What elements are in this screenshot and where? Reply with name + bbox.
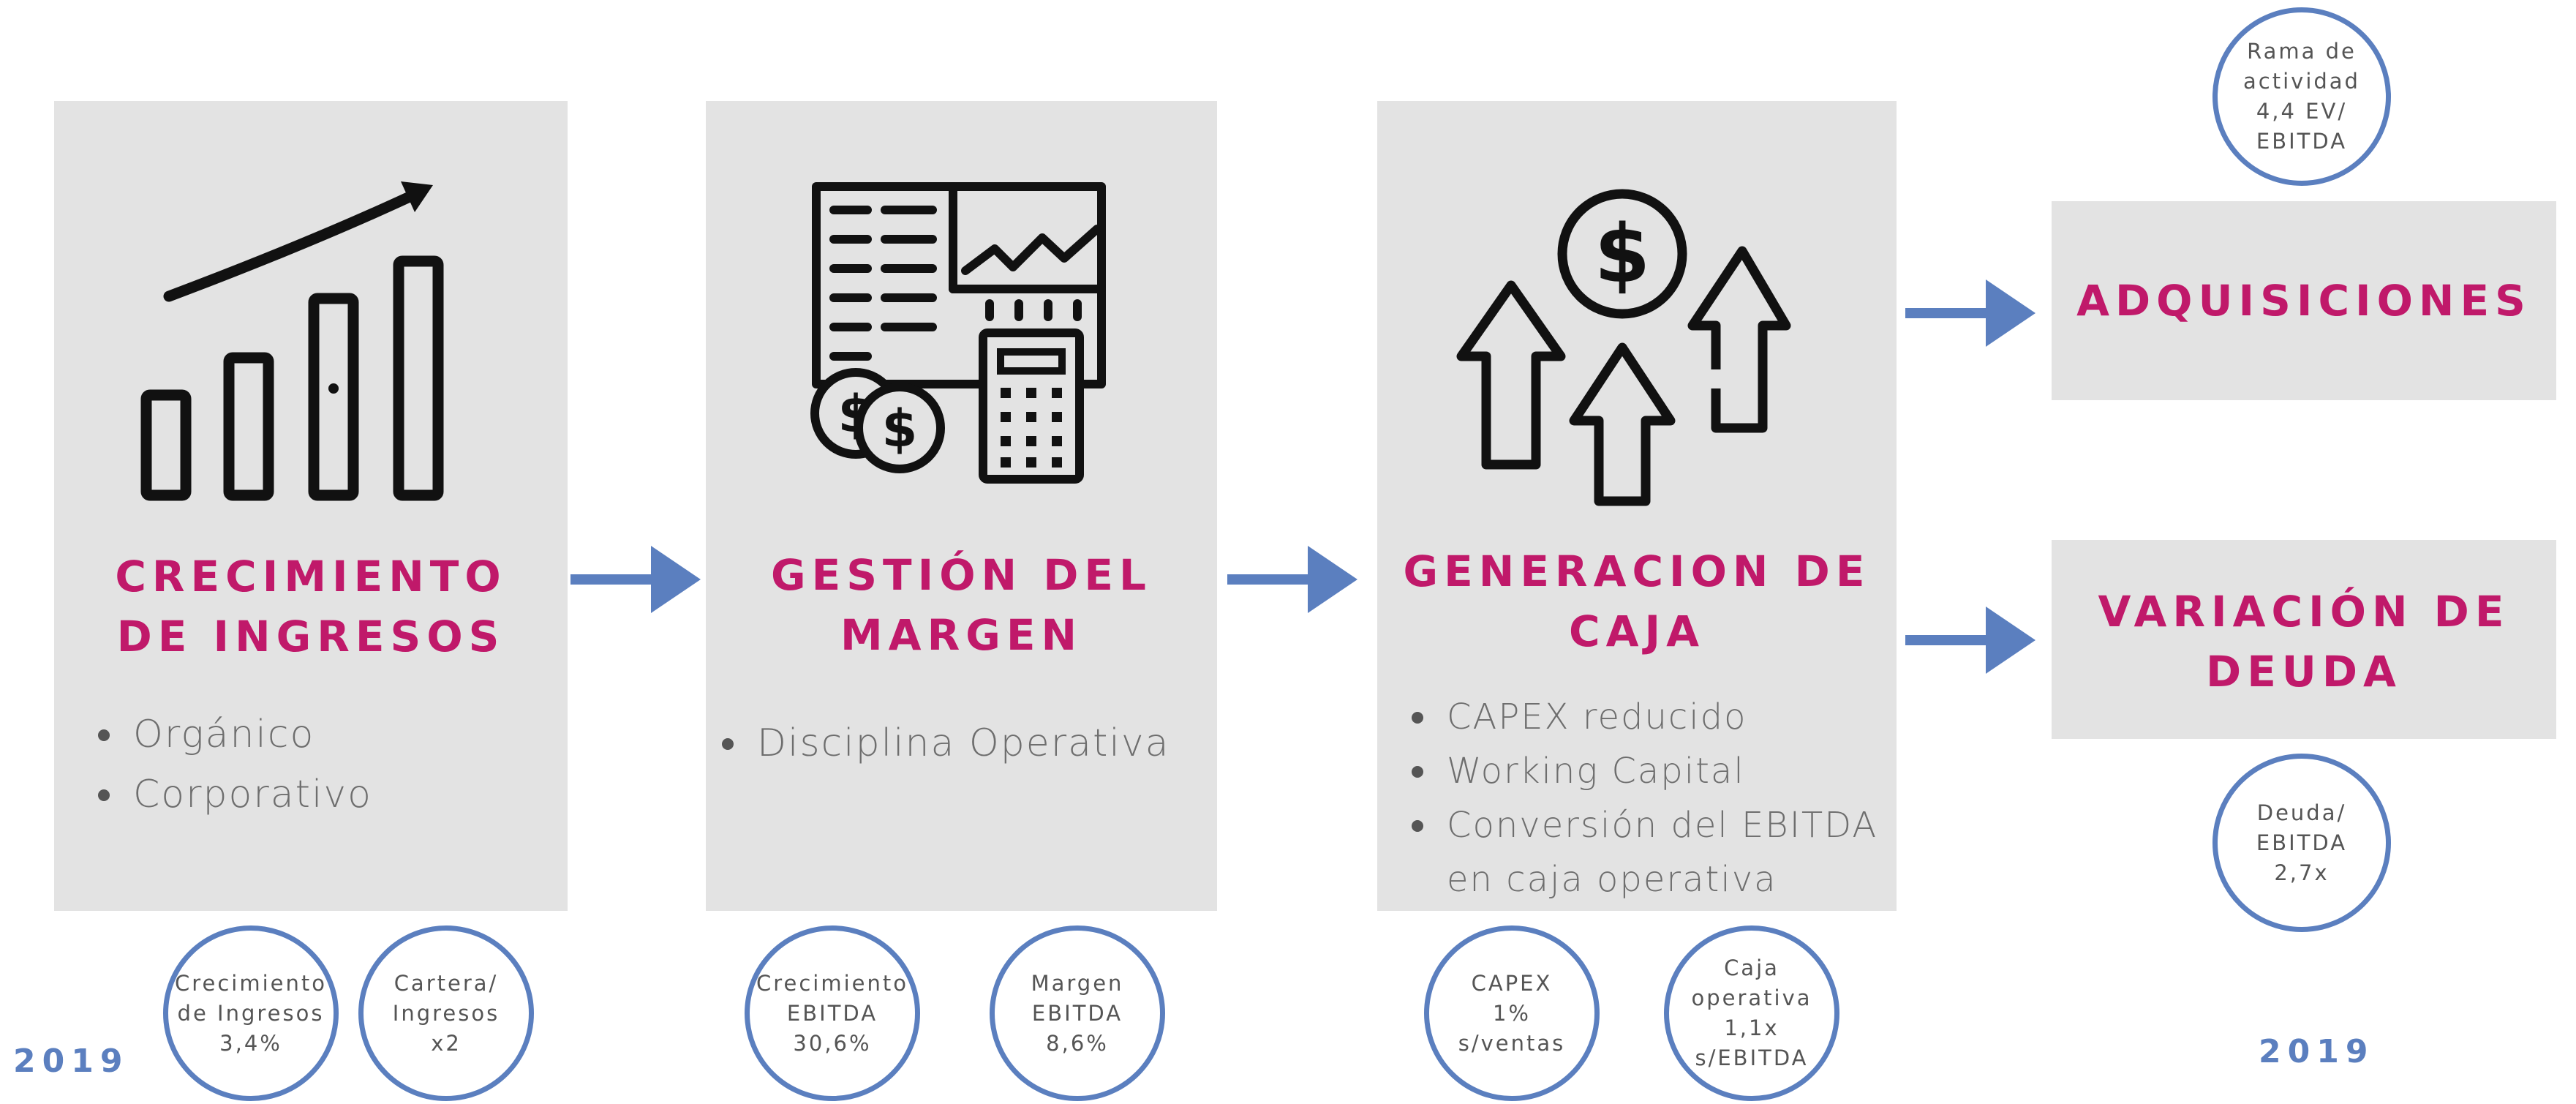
- panel-gestion-title: GESTIÓN DEL MARGEN: [771, 550, 1152, 660]
- panel-crecimiento-title: CRECIMIENTO DE INGRESOS: [115, 552, 507, 661]
- panel-variacion-title: VARIACIÓN DE DEUDA: [2098, 587, 2510, 696]
- svg-text:$: $: [882, 399, 918, 459]
- bullet-item: Disciplina Operativa: [719, 713, 1170, 773]
- metric-text: Cartera/ Ingresos x2: [392, 970, 500, 1056]
- panel-crecimiento-bullets: Orgánico Corporativo: [95, 705, 372, 825]
- metric-text: Crecimiento EBITDA 30,6%: [756, 970, 909, 1056]
- flow-arrow-2: [1227, 546, 1357, 613]
- panel-gestion: [706, 101, 1217, 911]
- flow-arrow-1: [570, 546, 701, 613]
- metric-cartera-ingresos: Cartera/ Ingresos x2: [358, 925, 534, 1101]
- metric-deuda-ebitda: Deuda/ EBITDA 2,7x: [2212, 754, 2391, 932]
- year-label-left: 2019: [13, 1043, 129, 1080]
- panel-adquisiciones-title: ADQUISICIONES: [2076, 276, 2531, 326]
- metric-crecimiento-ingresos: Crecimiento de Ingresos 3,4%: [163, 925, 339, 1101]
- bullet-item: Conversión del EBITDA: [1409, 798, 1878, 852]
- metric-text: Margen EBITDA 8,6%: [1031, 970, 1124, 1056]
- panel-gestion-bullets: Disciplina Operativa: [719, 713, 1170, 773]
- flow-arrow-deuda: [1905, 607, 2035, 674]
- spreadsheet-calculator-icon: $ $: [810, 182, 1106, 484]
- panel-generacion-bullets: CAPEX reducido Working Capital Conversió…: [1409, 690, 1878, 906]
- bullet-item: CAPEX reducido: [1409, 690, 1878, 744]
- svg-text:$: $: [1594, 207, 1651, 301]
- metric-text: Rama de actividad 4,4 EV/ EBITDA: [2243, 39, 2360, 154]
- metric-text: Caja operativa 1,1x s/EBITDA: [1691, 955, 1812, 1070]
- metric-text: Crecimiento de Ingresos 3,4%: [174, 970, 328, 1056]
- flow-arrow-adquisiciones: [1905, 279, 2035, 347]
- dollar-arrows-up-icon: $: [1456, 189, 1791, 506]
- metric-text: Deuda/ EBITDA 2,7x: [2256, 800, 2348, 885]
- metric-caja-operativa: Caja operativa 1,1x s/EBITDA: [1664, 925, 1839, 1101]
- metric-text: CAPEX 1% s/ventas: [1458, 970, 1566, 1056]
- panel-generacion-title: GENERACION DE CAJA: [1403, 547, 1871, 656]
- panel-variacion: [2052, 540, 2556, 739]
- metric-capex: CAPEX 1% s/ventas: [1424, 925, 1600, 1101]
- year-label-right: 2019: [2259, 1033, 2375, 1070]
- bullet-item: Working Capital: [1409, 744, 1878, 798]
- metric-crecimiento-ebitda: Crecimiento EBITDA 30,6%: [745, 925, 920, 1101]
- bullet-item: Orgánico: [95, 705, 372, 765]
- metric-margen-ebitda: Margen EBITDA 8,6%: [990, 925, 1165, 1101]
- bullet-continuation: en caja operativa: [1447, 859, 1777, 900]
- panel-adquisiciones: [2052, 201, 2556, 400]
- metric-rama-actividad: Rama de actividad 4,4 EV/ EBITDA: [2212, 7, 2391, 186]
- bar-chart-growth-icon: [140, 181, 444, 501]
- bullet-item: Corporativo: [95, 765, 372, 825]
